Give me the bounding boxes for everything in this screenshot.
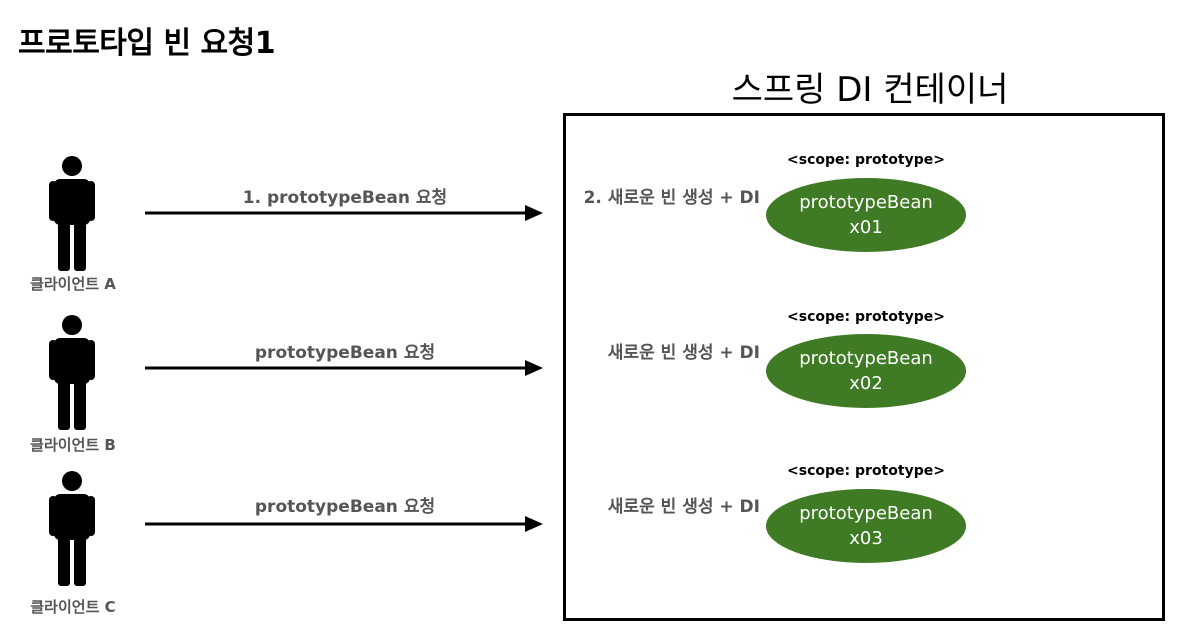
create-bean-label: 새로운 빈 생성 + DI bbox=[607, 497, 760, 517]
request-arrow bbox=[145, 516, 543, 532]
scope-label: <scope: prototype> bbox=[787, 463, 945, 479]
scope-label: <scope: prototype> bbox=[787, 309, 945, 325]
person-icon bbox=[49, 156, 95, 271]
request-arrow bbox=[145, 205, 543, 221]
person-icon bbox=[49, 471, 95, 586]
client-label: 클라이언트 A bbox=[30, 275, 116, 293]
bean-name: prototypeBean bbox=[799, 503, 933, 524]
request-label: 1. prototypeBean 요청 bbox=[242, 188, 448, 208]
create-bean-label: 새로운 빈 생성 + DI bbox=[607, 343, 760, 363]
create-bean-label: 2. 새로운 빈 생성 + DI bbox=[583, 188, 760, 208]
client-label: 클라이언트 C bbox=[30, 598, 116, 616]
prototype-bean-x03: prototypeBean x03 bbox=[766, 489, 966, 563]
prototype-bean-x02: prototypeBean x02 bbox=[766, 334, 966, 408]
bean-name: prototypeBean bbox=[799, 192, 933, 213]
scope-label: <scope: prototype> bbox=[787, 152, 945, 168]
prototype-bean-x01: prototypeBean x01 bbox=[766, 178, 966, 252]
person-icon bbox=[49, 315, 95, 430]
bean-id: x01 bbox=[849, 217, 883, 238]
request-arrow bbox=[145, 360, 543, 376]
client-label: 클라이언트 B bbox=[30, 436, 116, 454]
container-title: 스프링 DI 컨테이너 bbox=[731, 70, 1009, 110]
bean-name: prototypeBean bbox=[799, 348, 933, 369]
bean-id: x03 bbox=[849, 528, 883, 549]
request-label: prototypeBean 요청 bbox=[254, 343, 436, 363]
page-title: 프로토타입 빈 요청1 bbox=[18, 26, 276, 61]
bean-id: x02 bbox=[849, 373, 883, 394]
spring-di-container-box bbox=[563, 113, 1165, 621]
request-label: prototypeBean 요청 bbox=[254, 497, 436, 517]
